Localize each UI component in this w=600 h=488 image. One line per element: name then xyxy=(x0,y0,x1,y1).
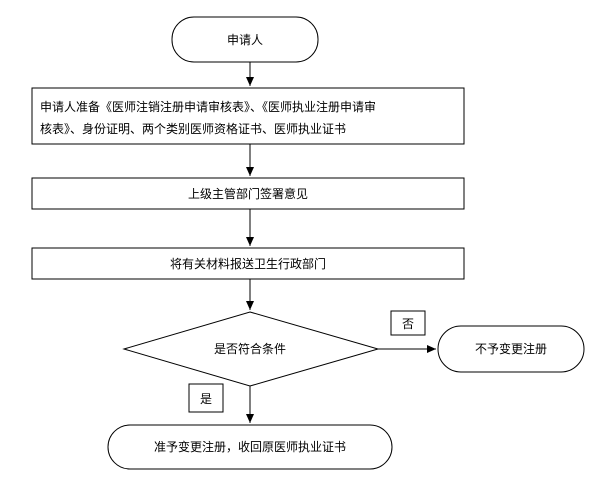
process-text: 将有关材料报送卫生行政部门 xyxy=(170,256,326,271)
start-label: 申请人 xyxy=(227,33,263,47)
decision-label: 是否符合条件 xyxy=(214,341,286,356)
process-box-superior-approval xyxy=(31,177,465,210)
process-text-line1: 申请人准备《医师注销注册申请审核表》、《医师执业注册申请审 xyxy=(40,99,376,114)
terminal-approve-change-label: 准予变更注册，收回原医师执业证书 xyxy=(154,439,346,454)
yes-label-box xyxy=(188,383,224,413)
start-terminal xyxy=(171,16,319,63)
terminal-no-change-label: 不予变更注册 xyxy=(475,341,547,356)
terminal-no-change xyxy=(437,325,585,373)
yes-label: 是 xyxy=(200,392,212,406)
terminal-approve-change xyxy=(107,424,393,470)
no-label: 否 xyxy=(402,317,414,331)
process-text-line2: 核表》、身份证明、两个类别医师资格证书、医师执业证书 xyxy=(40,121,346,136)
no-label-box xyxy=(390,310,426,336)
process-box-submit-to-health-dept xyxy=(31,247,465,280)
process-text: 上级主管部门签署意见 xyxy=(188,186,308,201)
process-box-prepare-documents xyxy=(31,87,465,145)
